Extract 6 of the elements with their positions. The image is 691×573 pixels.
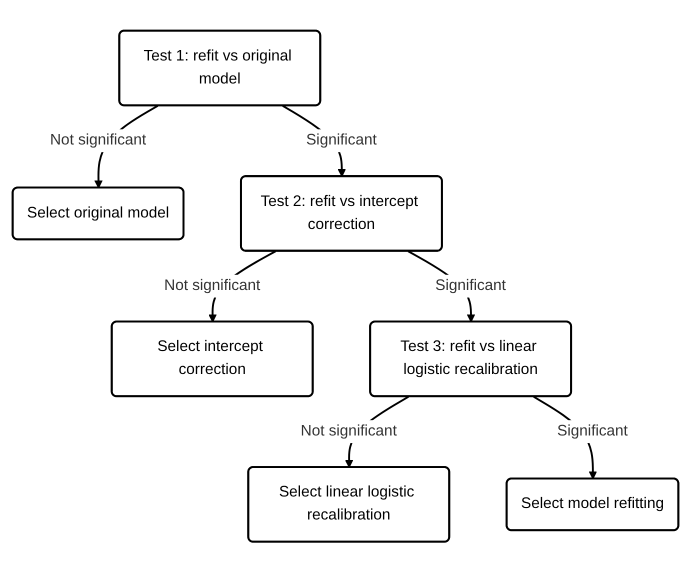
edge-label: Not significant [300, 423, 397, 440]
edge-label: Not significant [50, 132, 146, 149]
edge-label: Significant [306, 132, 377, 149]
edge-label: Not significant [164, 278, 260, 294]
edge-label: Significant [435, 278, 506, 294]
edge-label: Significant [557, 423, 628, 440]
